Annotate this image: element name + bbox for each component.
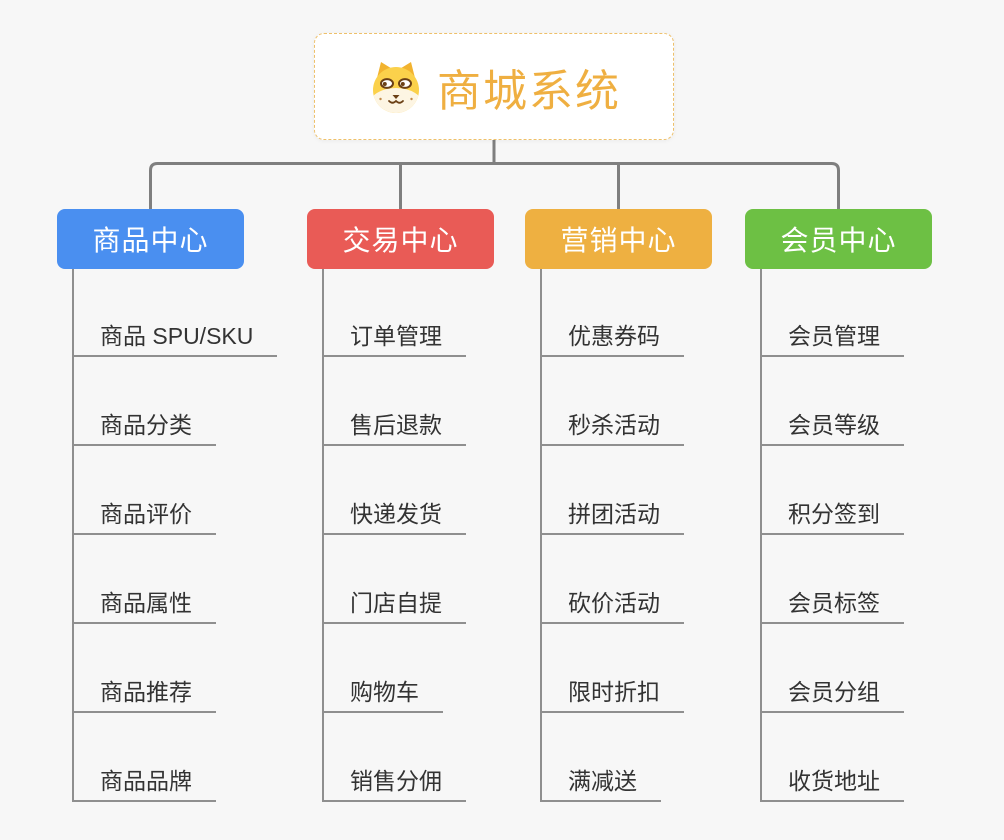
leaf-node[interactable]: 商品评价: [73, 495, 216, 535]
branch-header-2[interactable]: 交易中心: [307, 209, 494, 269]
leaf-node[interactable]: 快递发货: [323, 495, 466, 535]
branch-column: 会员中心 会员管理会员等级积分签到会员标签会员分组收货地址: [745, 209, 1004, 809]
leaf-node[interactable]: 优惠券码: [541, 317, 684, 357]
leaf-node[interactable]: 商品属性: [73, 584, 216, 624]
leaf-node[interactable]: 会员等级: [761, 406, 904, 446]
leaf-node[interactable]: 积分签到: [761, 495, 904, 535]
leaf-node[interactable]: 商品分类: [73, 406, 216, 446]
leaf-node[interactable]: 会员分组: [761, 673, 904, 713]
branch-column: 营销中心 优惠券码秒杀活动拼团活动砍价活动限时折扣满减送: [525, 209, 785, 809]
leaf-node[interactable]: 会员管理: [761, 317, 904, 357]
leaf-node[interactable]: 购物车: [323, 673, 443, 713]
branch-label: 营销中心: [560, 225, 677, 256]
leaf-node[interactable]: 限时折扣: [541, 673, 684, 713]
branch-leaf-line: [540, 269, 542, 802]
leaf-node[interactable]: 收货地址: [761, 762, 904, 802]
leaf-node[interactable]: 售后退款: [323, 406, 466, 446]
branch-header-3[interactable]: 营销中心: [525, 209, 712, 269]
branch-label: 交易中心: [342, 225, 459, 256]
leaf-node[interactable]: 商品品牌: [73, 762, 216, 802]
branch-column: 交易中心 订单管理售后退款快递发货门店自提购物车销售分佣: [307, 209, 567, 809]
branch-leaf-line: [322, 269, 324, 802]
branch-header-1[interactable]: 商品中心: [57, 209, 244, 269]
branch-column: 商品中心 商品 SPU/SKU 商品分类商品评价商品属性商品推荐商品品牌: [57, 209, 317, 809]
leaf-node[interactable]: 商品推荐: [73, 673, 216, 713]
branch-label: 会员中心: [780, 225, 897, 256]
leaf-node[interactable]: 满减送: [541, 762, 661, 802]
leaf-node[interactable]: 拼团活动: [541, 495, 684, 535]
leaf-node[interactable]: 门店自提: [323, 584, 466, 624]
leaf-node[interactable]: 会员标签: [761, 584, 904, 624]
leaf-node[interactable]: 秒杀活动: [541, 406, 684, 446]
branch-header-4[interactable]: 会员中心: [745, 209, 932, 269]
branch-leaf-line: [760, 269, 762, 802]
leaf-node[interactable]: 商品 SPU/SKU: [73, 317, 278, 357]
root-title: 商城系统: [437, 66, 621, 116]
branch-label: 商品中心: [92, 225, 209, 256]
root-node[interactable]: 商城系统: [314, 33, 674, 140]
leaf-node[interactable]: 订单管理: [323, 317, 466, 357]
dog-face-icon: [367, 59, 425, 115]
leaf-node[interactable]: 砍价活动: [541, 584, 684, 624]
branch-leaf-line: [72, 269, 74, 802]
leaf-node[interactable]: 销售分佣: [323, 762, 466, 802]
